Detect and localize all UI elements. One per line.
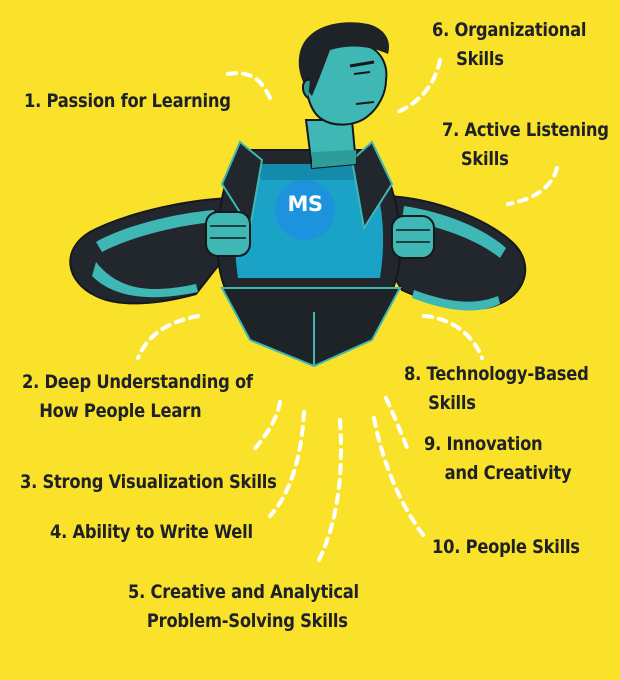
connector-9 <box>384 396 410 452</box>
skill-8-line-1: 8. Technology-Based <box>404 363 589 385</box>
skill-9-line-2: and Creativity <box>444 462 572 484</box>
skill-1: 1. Passion for Learning <box>24 87 231 116</box>
left-arm-stripe <box>96 210 214 252</box>
mouth <box>355 101 375 105</box>
connector-5 <box>314 418 343 568</box>
connector-1 <box>226 71 272 100</box>
skill-2: 2. Deep Understanding of How People Lear… <box>22 368 253 426</box>
connector-2 <box>136 314 200 360</box>
skill-10: 10. People Skills <box>432 533 580 562</box>
skill-6-line-1: 6. Organizational <box>432 19 587 41</box>
connector-4 <box>268 410 306 518</box>
skill-8-line-2: Skills <box>428 392 476 414</box>
skill-2-line-1: 2. Deep Understanding of <box>22 371 253 393</box>
shirt-shadow <box>252 164 368 180</box>
left-arm-stripe-2 <box>92 262 198 298</box>
skill-5-line-1: 5. Creative and Analytical <box>128 581 359 603</box>
skill-6: 6. Organizational Skills <box>432 16 586 74</box>
connector-8 <box>422 314 484 360</box>
skill-1-line-1: 1. Passion for Learning <box>24 90 231 112</box>
eyebrow <box>349 60 375 68</box>
eye <box>353 71 371 75</box>
connector-lines <box>136 58 559 568</box>
skill-2-line-2: How People Learn <box>39 400 202 422</box>
skill-3: 3. Strong Visualization Skills <box>20 468 277 497</box>
fists <box>205 211 435 259</box>
connector-7 <box>506 166 559 206</box>
head <box>298 22 390 170</box>
skill-9: 9. Innovation and Creativity <box>424 430 572 488</box>
right-arm-stripe-2 <box>412 290 500 311</box>
connector-3 <box>250 400 282 454</box>
skill-7: 7. Active Listening Skills <box>442 116 609 174</box>
skill-6-line-2: Skills <box>456 48 504 70</box>
connector-6 <box>396 58 442 114</box>
right-fist <box>391 215 435 259</box>
skill-7-line-2: Skills <box>460 148 509 170</box>
skill-10-line-1: 10. People Skills <box>432 536 580 558</box>
logo-circle <box>275 180 335 240</box>
skill-5: 5. Creative and Analytical Problem-Solvi… <box>128 578 359 636</box>
right-lapel <box>350 140 394 231</box>
skill-9-line-1: 9. Innovation <box>424 433 543 455</box>
emblem-shield <box>220 287 402 368</box>
skill-7-line-1: 7. Active Listening <box>442 119 609 141</box>
connector-10 <box>372 416 426 538</box>
skill-4: 4. Ability to Write Well <box>50 518 253 547</box>
skill-3-line-1: 3. Strong Visualization Skills <box>20 471 277 493</box>
logo-text: MS <box>287 192 323 216</box>
left-fist <box>205 211 251 257</box>
collar-shadow <box>312 150 356 168</box>
skill-5-line-2: Problem-Solving Skills <box>146 610 348 632</box>
skill-4-line-1: 4. Ability to Write Well <box>50 521 253 543</box>
ear <box>302 78 311 99</box>
skill-8: 8. Technology-Based Skills <box>404 360 589 418</box>
hair <box>298 22 390 96</box>
